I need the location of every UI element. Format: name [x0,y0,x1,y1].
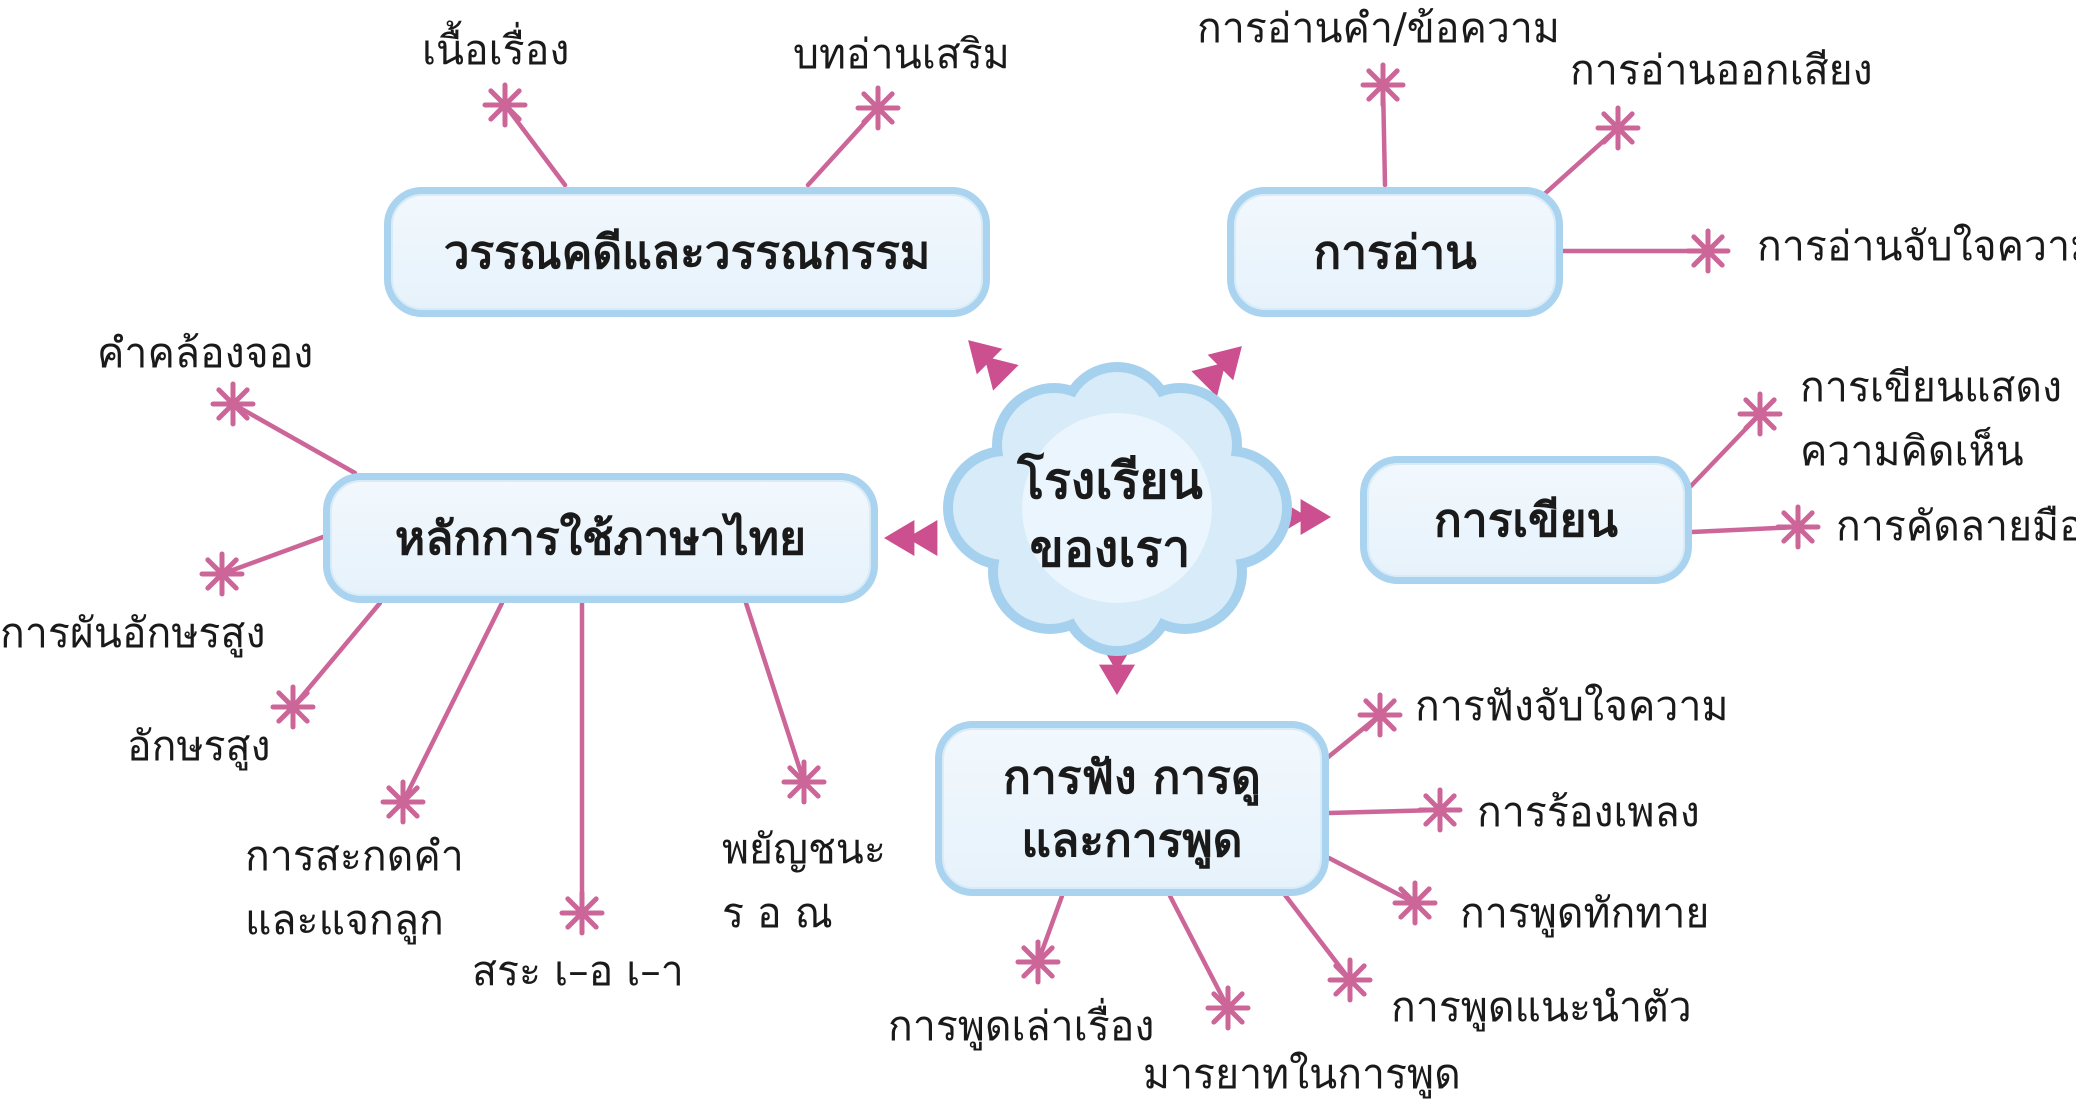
asterisk-icon [781,759,827,805]
center-title-line2: ของเรา [1029,519,1191,578]
leaf-spelling-line2: และแจกลูก [245,895,444,944]
line-high-tone [219,534,326,577]
leaf-opinion-line1: การเขียนแสดง [1800,363,2063,411]
asterisk-icon [1015,939,1061,985]
asterisk-icon [1737,391,1783,437]
topic-grammar-label: หลักการใช้ภาษาไทย [394,510,807,565]
arrow-reading-b [1207,346,1242,381]
arrow-grammar-a [907,519,938,557]
asterisk-icon [1392,880,1438,926]
asterisk-icon [380,779,426,825]
leaf-high-class: อักษรสูง [127,722,271,770]
center-title-line1: โรงเรียน [1017,452,1203,510]
leaf-singing: การร้องเพลง [1477,788,1700,836]
asterisk-icon [270,684,316,730]
leaf-opinion-line2: ความคิดเห็น [1800,426,2024,475]
topic-literature-label: วรรณคดีและวรรณกรรม [443,224,931,279]
topic-grammar: หลักการใช้ภาษาไทย [323,473,878,603]
asterisk-icon [1595,105,1641,151]
line-greeting [1326,855,1418,906]
asterisk-icon [1775,504,1821,550]
leaf-reading-aloud: การอ่านออกเสียง [1570,46,1873,94]
asterisk-icon [482,82,528,128]
topic-listening: การฟัง การดู และการพูด [935,721,1329,896]
topic-listening-line2: และการพูด [1021,812,1243,867]
asterisk-icon [559,890,605,936]
leaf-self-intro: การพูดแนะนำตัว [1391,983,1692,1031]
leaf-markers [199,62,1821,1031]
line-spelling [400,600,505,805]
line-consonants [743,600,807,785]
asterisk-icon [1327,957,1373,1003]
arrow-grammar-b [884,519,915,557]
arrow-literature-b [968,340,1003,375]
arrow-writing-b [1300,498,1331,536]
leaf-word-reading: การอ่านคำ/ข้อความ [1197,4,1560,52]
asterisk-icon [1360,62,1406,108]
leaf-consonants-line1: พยัญชนะ [722,825,886,873]
arrow-reading-a [1191,362,1226,397]
asterisk-icon [199,551,245,597]
arrow-listening-b [1098,664,1136,695]
topic-listening-line1: การฟัง การดู [1003,750,1261,805]
asterisk-icon [855,85,901,131]
topic-reading-label: การอ่าน [1313,224,1477,279]
asterisk-icon [1205,985,1251,1031]
asterisk-icon [1357,692,1403,738]
leaf-spelling: การสะกดคำ และแจกลูก [245,825,464,952]
center-cloud [943,362,1292,656]
leaf-consonants-line2: ร อ ณ [722,888,833,937]
topic-literature: วรรณคดีและวรรณกรรม [384,187,990,317]
leaf-rhyme: คำคล้องจอง [97,329,314,377]
leaf-opinion-writing: การเขียนแสดง ความคิดเห็น [1800,356,2062,483]
arrow-literature-a [984,356,1019,391]
asterisk-icon [210,381,256,427]
topic-reading: การอ่าน [1227,187,1563,317]
leaf-high-tone: การผันอักษรสูง [0,609,266,657]
line-high-class [290,600,383,710]
leaf-spelling-line1: การสะกดคำ [245,832,464,880]
leaf-greeting: การพูดทักทาย [1460,889,1710,937]
leaf-story: เนื้อเรื่อง [422,26,570,74]
asterisk-icon [1417,787,1463,833]
leaf-speaking-manners: มารยาทในการพูด [1143,1050,1461,1098]
leaf-reading-comprehension: การอ่านจับใจความ [1757,222,2076,270]
line-rhyme [230,401,358,476]
line-speaking-manners [1167,893,1231,1011]
center-title: โรงเรียน ของเรา [975,448,1245,583]
asterisk-icon [1685,228,1731,274]
leaf-consonants: พยัญชนะ ร อ ณ [722,818,886,945]
leaf-vowels: สระ เ–อ เ–า [472,947,684,995]
leaf-listen-comprehension: การฟังจับใจความ [1415,682,1729,730]
topic-writing-label: การเขียน [1434,492,1618,547]
leaf-extra-reading: บทอ่านเสริม [793,30,1010,78]
line-storytelling [1035,893,1065,965]
topic-writing: การเขียน [1360,456,1692,584]
leaf-handwriting: การคัดลายมือ [1836,502,2076,550]
leaf-storytelling: การพูดเล่าเรื่อง [888,1002,1155,1050]
